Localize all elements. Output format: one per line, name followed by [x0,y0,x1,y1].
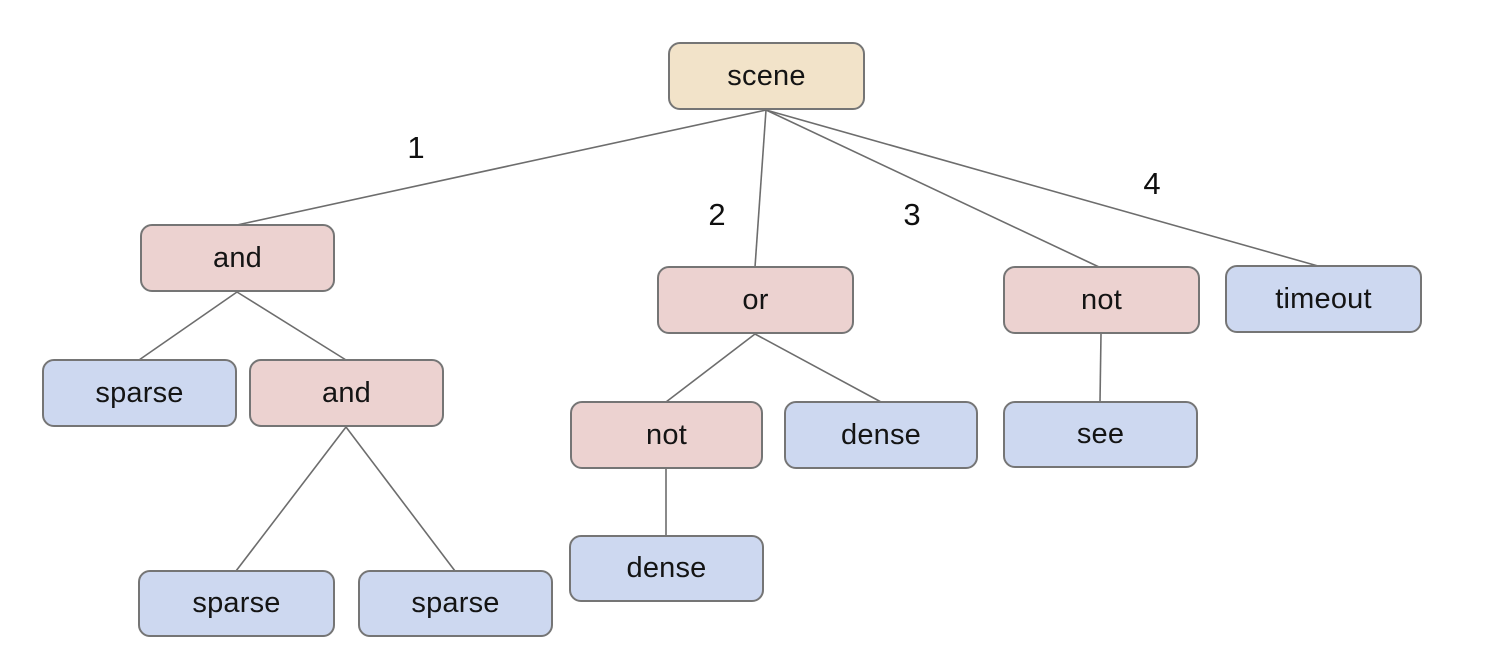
node-dense-2: dense [569,535,764,602]
edge-and-1-and-2 [236,291,347,361]
edge-or-1-dense-1 [754,333,882,403]
edge-label-1: 1 [407,130,425,165]
edge-label-4: 4 [1143,166,1161,201]
edge-scene-timeout-1 [765,109,1319,267]
edge-scene-or-1 [754,109,767,268]
node-scene: scene [668,42,865,110]
edge-and-2-sparse-3 [345,426,456,572]
node-or-1: or [657,266,854,334]
node-dense-1: dense [784,401,978,469]
node-not-1: not [1003,266,1200,334]
edge-and-2-sparse-2 [235,426,347,572]
node-and-2: and [249,359,444,427]
edge-label-2: 2 [708,197,726,232]
node-see-1: see [1003,401,1198,468]
edge-not-1-see-1 [1099,333,1102,403]
node-sparse-1: sparse [42,359,237,427]
node-not-2: not [570,401,763,469]
edge-or-1-not-2 [665,333,756,403]
edge-and-1-sparse-1 [138,291,238,361]
node-sparse-2: sparse [138,570,335,637]
edge-scene-and-1 [236,109,767,226]
node-timeout-1: timeout [1225,265,1422,333]
edge-label-3: 3 [903,197,921,232]
node-sparse-3: sparse [358,570,553,637]
node-and-1: and [140,224,335,292]
edge-scene-not-1 [765,109,1100,268]
